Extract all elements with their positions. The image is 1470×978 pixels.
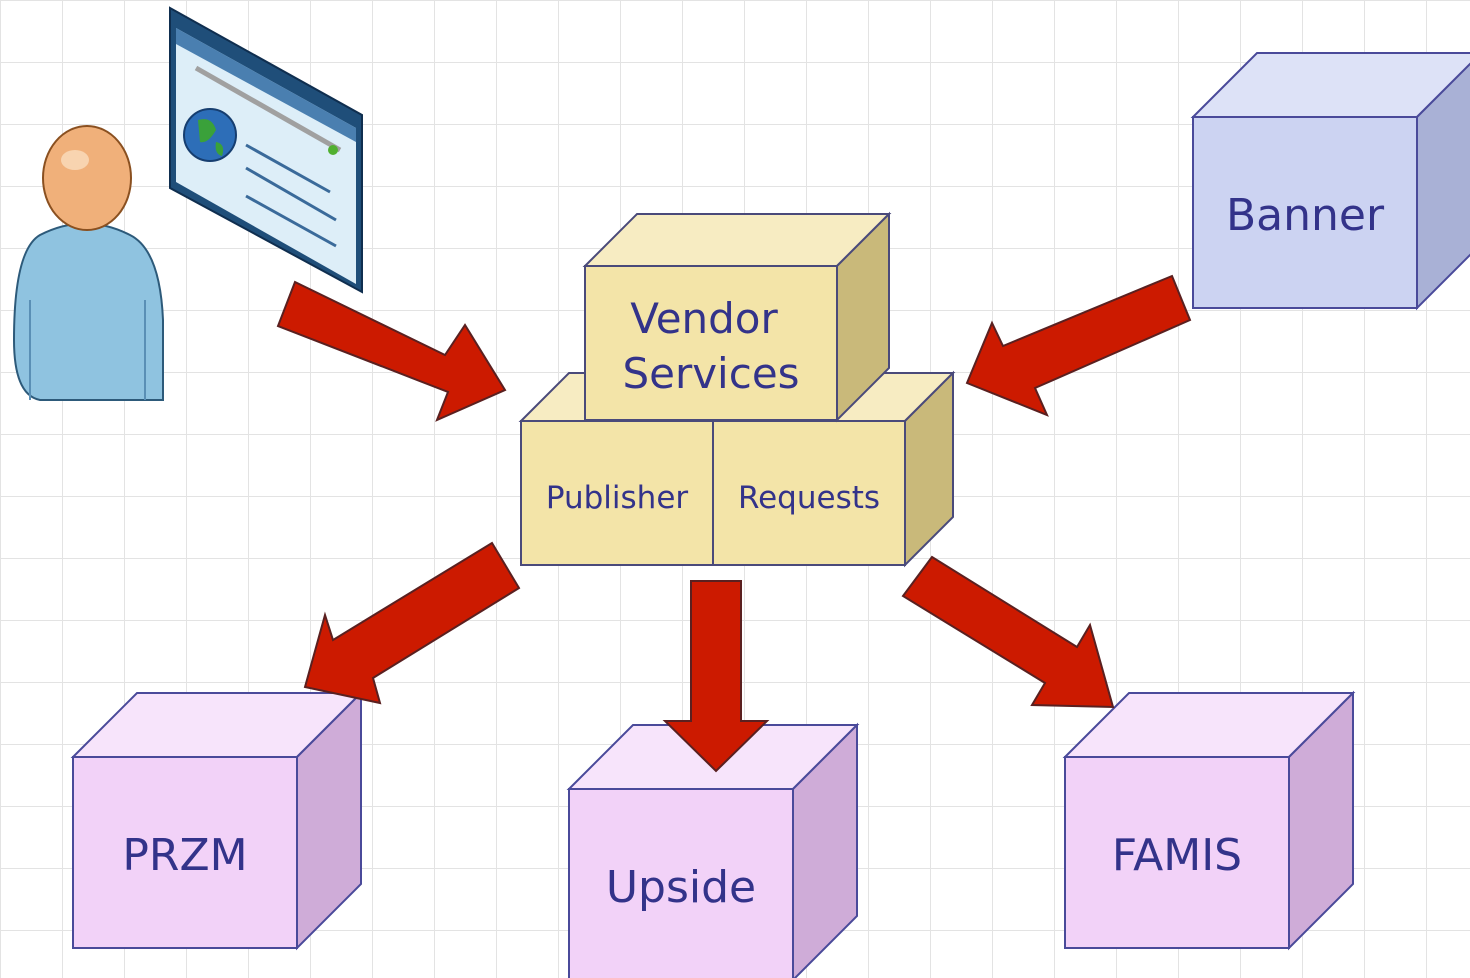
browser-window-icon [169,6,363,294]
publisher-label: Publisher [546,480,689,516]
vendor-services-label-line2: Services [622,349,799,398]
banner-system-box: Banner [1190,52,1470,311]
user-icon [12,125,164,401]
upside-label: Upside [606,862,756,913]
arrow-vendor-services-to-upside [662,580,770,773]
vendor-services-cluster: Vendor Services Publisher Requests [518,211,956,568]
famis-label: FAMIS [1112,830,1242,881]
arrow-banner-to-vendor-services [965,274,1192,417]
requests-label: Requests [738,480,880,516]
arrow-vendor-services-to-famis [901,555,1115,709]
przm-label: PRZM [122,830,247,881]
przm-system-box: PRZM [70,690,364,951]
arrow-vendor-services-to-przm [303,541,521,705]
banner-label: Banner [1226,190,1385,241]
vendor-services-label-line1: Vendor [630,294,778,343]
famis-system-box: FAMIS [1062,690,1356,951]
arrow-user-to-vendor-services [276,280,507,422]
